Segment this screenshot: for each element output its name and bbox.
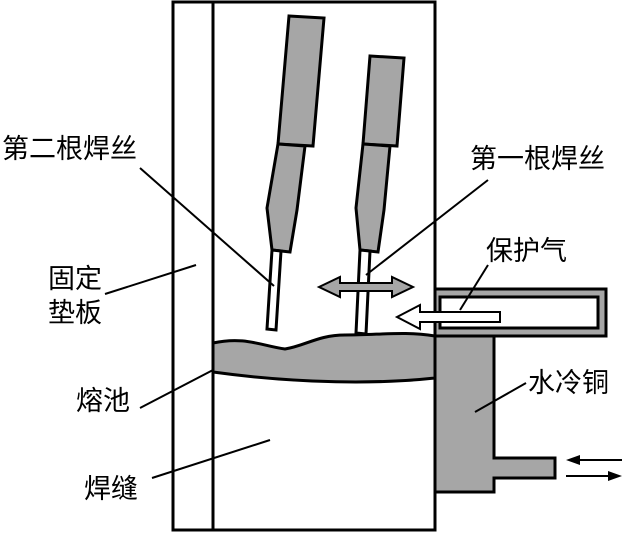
label-weld-seam: 焊缝 (84, 474, 138, 505)
water-flow-arrows (566, 455, 622, 481)
label-water-cooled-copper: 水冷铜 (528, 368, 609, 399)
leader-lines (104, 167, 527, 479)
label-second-wire: 第二根焊丝 (2, 134, 137, 165)
leader-fixed-plate (104, 264, 197, 295)
leader-water-copper (474, 382, 527, 413)
water-cooled-copper-block (433, 334, 557, 494)
gas-tube (394, 287, 608, 338)
label-shielding-gas: 保护气 (486, 236, 567, 267)
gas-flow-arrow (394, 303, 501, 331)
label-molten-pool: 熔池 (76, 386, 130, 417)
molten-pool (211, 331, 437, 384)
leader-second-wire (139, 167, 275, 287)
label-fixed-plate-line1: 固定 (48, 264, 102, 295)
leader-shielding-gas (459, 264, 489, 311)
second-wire (265, 248, 283, 332)
first-wire-torch (354, 54, 406, 336)
second-wire-torch (265, 14, 326, 332)
oscillation-arrow (316, 275, 416, 299)
leader-weld-seam (151, 439, 271, 479)
label-first-wire: 第一根焊丝 (470, 144, 605, 175)
leader-first-wire (365, 179, 489, 276)
label-fixed-plate-line2: 垫板 (48, 298, 102, 329)
leader-molten-pool (139, 369, 214, 409)
